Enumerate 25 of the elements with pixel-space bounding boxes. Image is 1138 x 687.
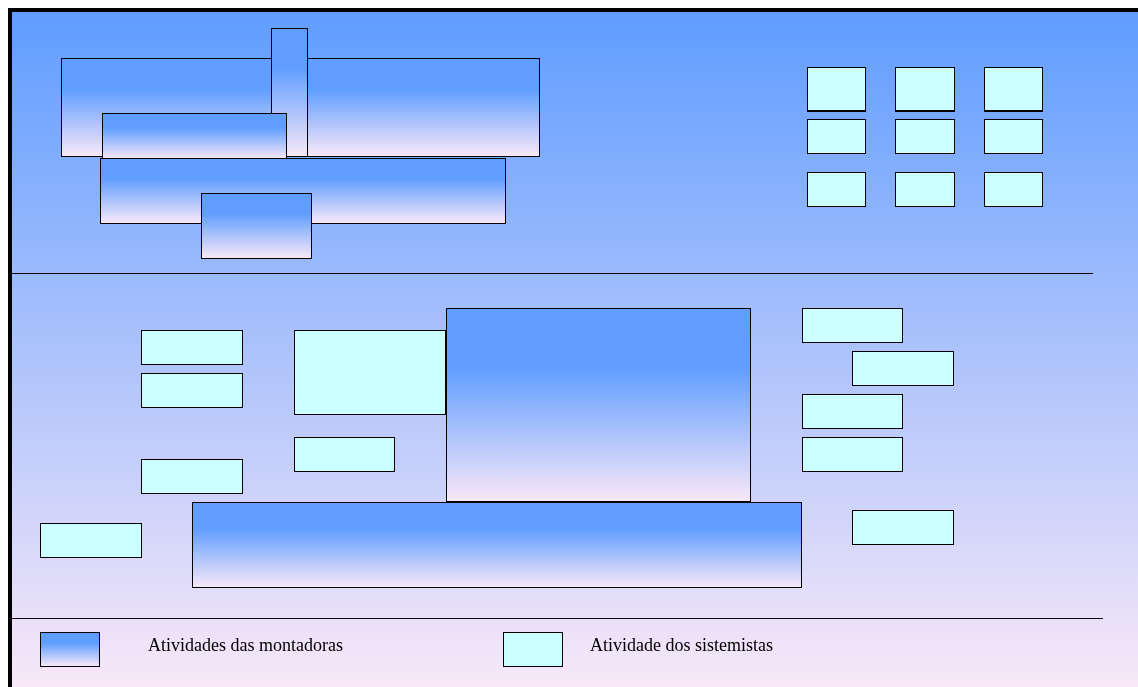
activity-box xyxy=(40,523,142,558)
activity-box xyxy=(984,172,1043,207)
activity-box xyxy=(852,510,954,545)
activity-box xyxy=(807,172,866,207)
activity-box xyxy=(895,172,955,207)
activity-box xyxy=(141,459,243,494)
legend-text: Atividades das montadoras xyxy=(148,635,343,656)
activity-box xyxy=(895,67,955,112)
activity-box xyxy=(201,193,312,259)
activity-box xyxy=(802,394,903,429)
activity-box xyxy=(294,437,395,472)
activity-box xyxy=(984,67,1043,112)
activity-box xyxy=(192,502,802,588)
activity-box xyxy=(141,330,243,365)
activity-box xyxy=(141,373,243,408)
activity-box xyxy=(446,308,751,502)
activity-box xyxy=(852,351,954,386)
activity-box xyxy=(807,67,866,112)
activity-box xyxy=(294,330,446,415)
activity-box xyxy=(807,119,866,154)
activity-box xyxy=(984,119,1043,154)
activity-box xyxy=(802,437,903,472)
legend-text: Atividade dos sistemistas xyxy=(590,635,773,656)
activity-box xyxy=(802,308,903,343)
activity-box xyxy=(895,119,955,154)
